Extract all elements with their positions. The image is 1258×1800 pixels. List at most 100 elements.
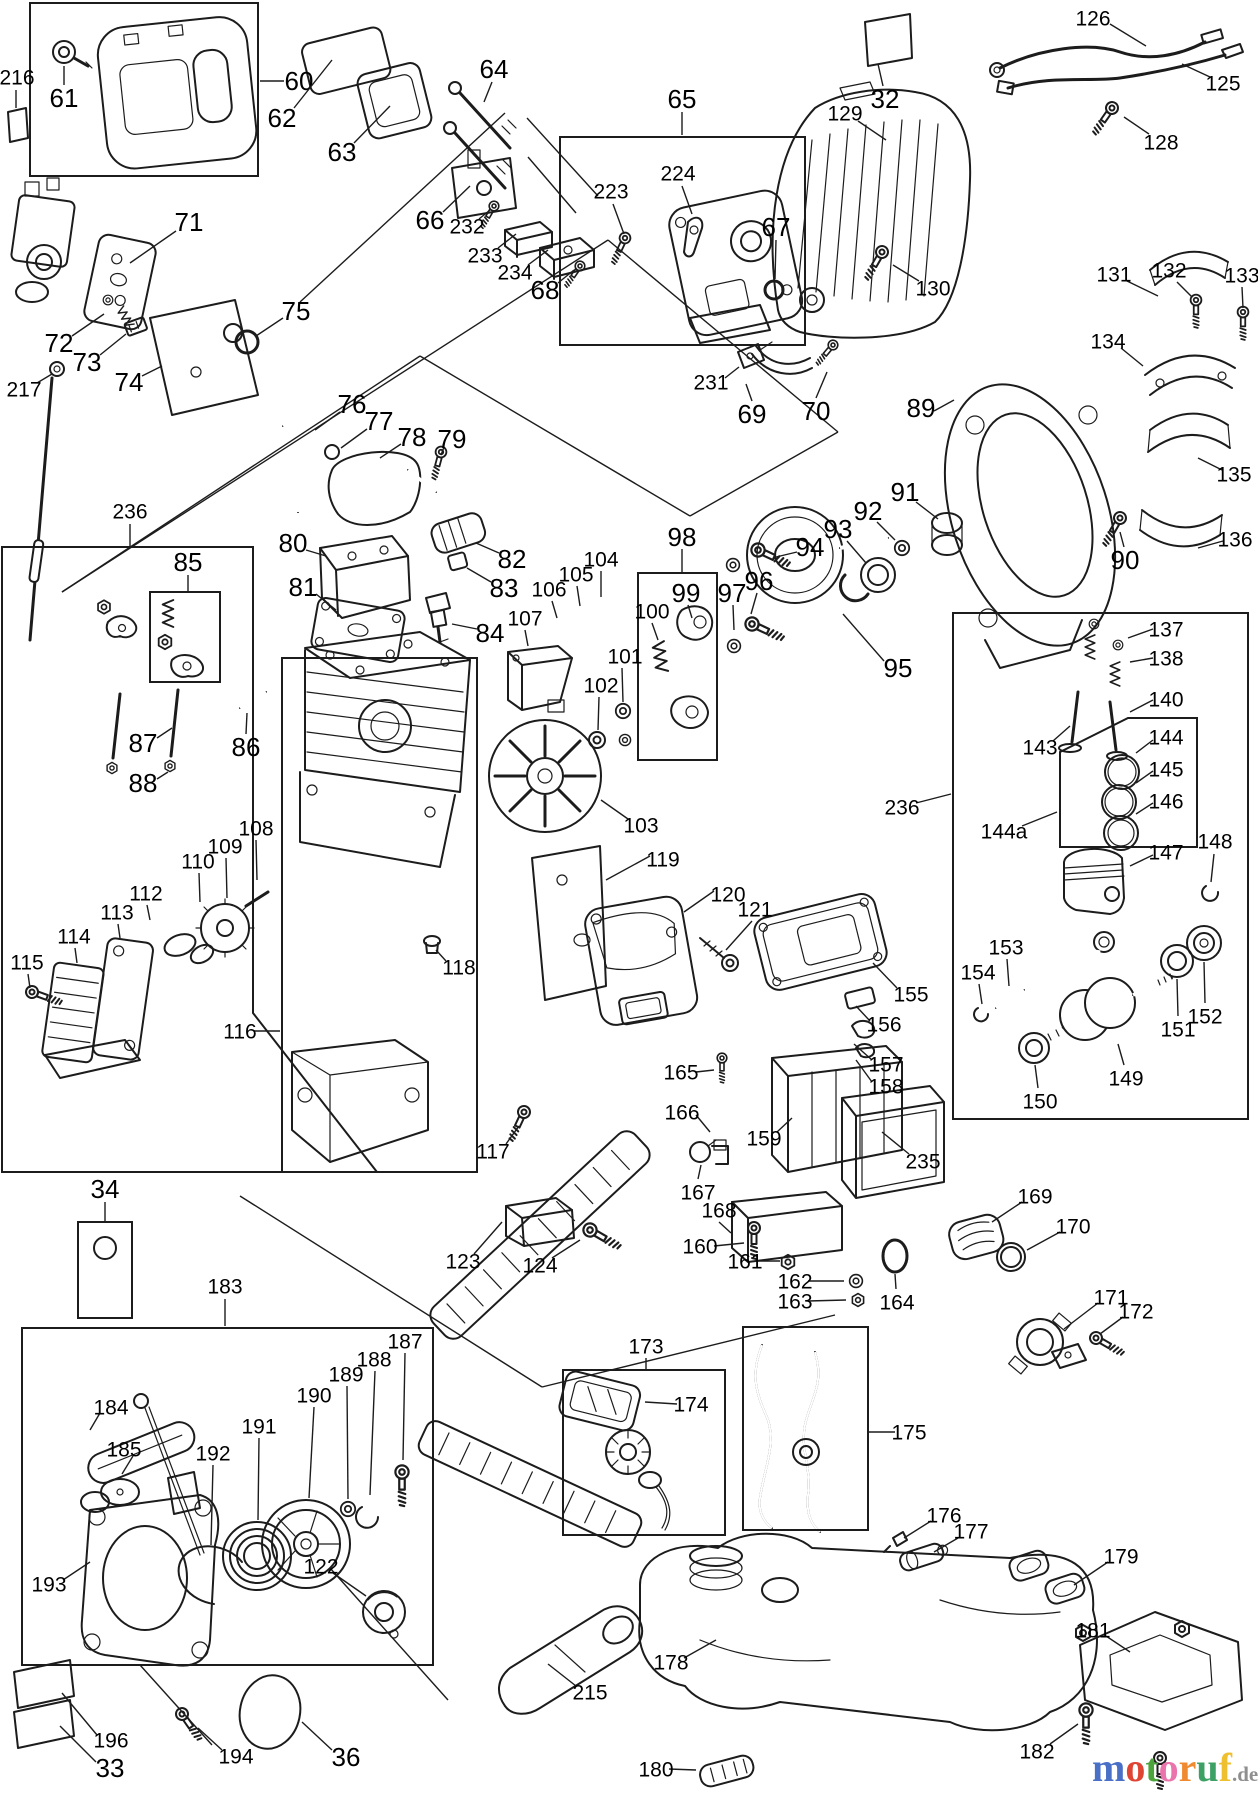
part-label-148: 148 xyxy=(1197,830,1232,853)
leader-line-151 xyxy=(1176,978,1179,1017)
logo-letter: o xyxy=(1158,1745,1179,1790)
leader-line-148 xyxy=(1210,853,1215,883)
leader-line-91 xyxy=(915,501,939,520)
part-label-150: 150 xyxy=(1022,1090,1057,1113)
leader-line-78 xyxy=(379,443,402,459)
part-label-87: 87 xyxy=(129,728,158,758)
part-label-100: 100 xyxy=(634,600,669,623)
part-clutch-shoe-2 xyxy=(670,695,709,730)
logo-letter: t xyxy=(1145,1745,1159,1790)
leader-line-232 xyxy=(478,209,491,220)
part-label-63: 63 xyxy=(328,137,357,167)
leader-line-134 xyxy=(1120,347,1144,367)
part-label-103: 103 xyxy=(623,814,658,837)
part-label-144a: 144a xyxy=(981,820,1028,843)
leader-line-217 xyxy=(36,373,53,384)
part-label-118: 118 xyxy=(442,956,475,979)
part-label-128: 128 xyxy=(1143,131,1178,154)
part-label-69: 69 xyxy=(738,399,767,429)
part-148-clip xyxy=(1201,885,1220,902)
leader-line-117 xyxy=(505,1125,520,1145)
part-cam-gear xyxy=(163,890,270,965)
leader-line-86 xyxy=(245,712,248,735)
leader-line-90 xyxy=(1119,531,1125,548)
logo-suffix: .de xyxy=(1232,1762,1258,1786)
group-34-box xyxy=(77,1221,133,1319)
group-air-cleaner-box xyxy=(29,2,259,177)
leader-line-70 xyxy=(815,371,828,399)
part-label-235: 235 xyxy=(905,1150,940,1173)
leader-line-233 xyxy=(497,233,517,249)
part-label-189: 189 xyxy=(328,1363,363,1386)
leader-line-192 xyxy=(210,1464,214,1546)
part-label-146: 146 xyxy=(1148,790,1183,813)
leader-line-166 xyxy=(695,1114,711,1133)
leader-line-171 xyxy=(1063,1302,1099,1330)
leader-line-102 xyxy=(597,696,600,731)
part-label-176: 176 xyxy=(926,1504,961,1527)
group-connector-line xyxy=(239,1195,543,1388)
part-103-flywheel xyxy=(488,719,602,833)
part-label-163: 163 xyxy=(777,1290,812,1313)
part-147-piston xyxy=(1063,847,1125,915)
leader-line-129 xyxy=(857,120,887,141)
part-83-plug-top xyxy=(447,551,469,572)
part-34-decal xyxy=(93,1236,117,1260)
part-label-181: 181 xyxy=(1075,1619,1110,1642)
leader-line-106 xyxy=(551,600,558,619)
part-cap-retainer xyxy=(605,1429,671,1531)
part-label-158: 158 xyxy=(868,1075,903,1098)
group-65-box xyxy=(559,136,806,346)
part-label-73: 73 xyxy=(73,347,102,377)
leader-line-136 xyxy=(1197,540,1224,549)
leader-line-66 xyxy=(442,185,471,213)
leader-line-137 xyxy=(1127,628,1154,639)
part-label-34: 34 xyxy=(91,1174,120,1204)
leader-line-160 xyxy=(713,1242,745,1247)
logo-letter: o xyxy=(1125,1745,1146,1790)
part-152-bearing xyxy=(1186,925,1222,961)
part-label-70: 70 xyxy=(802,396,831,426)
part-191-spring xyxy=(222,1521,292,1591)
part-158-plate xyxy=(855,1043,876,1059)
part-label-159: 159 xyxy=(746,1127,781,1150)
part-label-76: 76 xyxy=(338,389,367,419)
logo-letter: m xyxy=(1092,1745,1126,1790)
group-connector-line xyxy=(526,117,599,197)
part-label-75: 75 xyxy=(282,296,311,326)
part-label-145: 145 xyxy=(1148,758,1183,781)
part-label-188: 188 xyxy=(356,1348,391,1371)
leader-line-150 xyxy=(1034,1064,1039,1089)
part-label-172: 172 xyxy=(1118,1300,1153,1323)
group-connector-line xyxy=(329,1567,449,1701)
part-label-108: 108 xyxy=(238,817,273,840)
part-234-block xyxy=(539,237,595,280)
part-label-98: 98 xyxy=(668,522,697,552)
part-label-187: 187 xyxy=(387,1330,422,1353)
part-label-123: 123 xyxy=(445,1250,480,1273)
leader-line-191 xyxy=(257,1437,260,1521)
leader-line-67 xyxy=(774,239,777,280)
part-label-178: 178 xyxy=(653,1651,688,1674)
part-label-84: 84 xyxy=(476,618,505,648)
part-177-valve xyxy=(899,1542,949,1572)
part-label-112: 112 xyxy=(129,882,162,905)
part-81-gasket xyxy=(310,597,406,663)
part-crankcase-upper xyxy=(299,771,456,868)
leader-line-156 xyxy=(855,1005,871,1022)
part-91-bushing xyxy=(931,512,963,556)
group-connector-line xyxy=(607,239,839,433)
leader-line-170 xyxy=(1026,1231,1061,1251)
leader-line-163 xyxy=(807,1299,847,1302)
part-label-156: 156 xyxy=(866,1013,901,1036)
part-label-68: 68 xyxy=(531,275,560,305)
leader-line-187 xyxy=(402,1352,406,1461)
part-label-137: 137 xyxy=(1148,618,1183,641)
leader-line-133 xyxy=(1241,286,1244,309)
part-label-193: 193 xyxy=(31,1573,66,1596)
motoruf-logo[interactable]: motoruf.de xyxy=(1092,1748,1258,1794)
group-98-box xyxy=(637,572,718,761)
part-label-179: 179 xyxy=(1103,1545,1138,1568)
group-connector-line xyxy=(61,355,421,593)
leader-line-138 xyxy=(1129,657,1154,663)
